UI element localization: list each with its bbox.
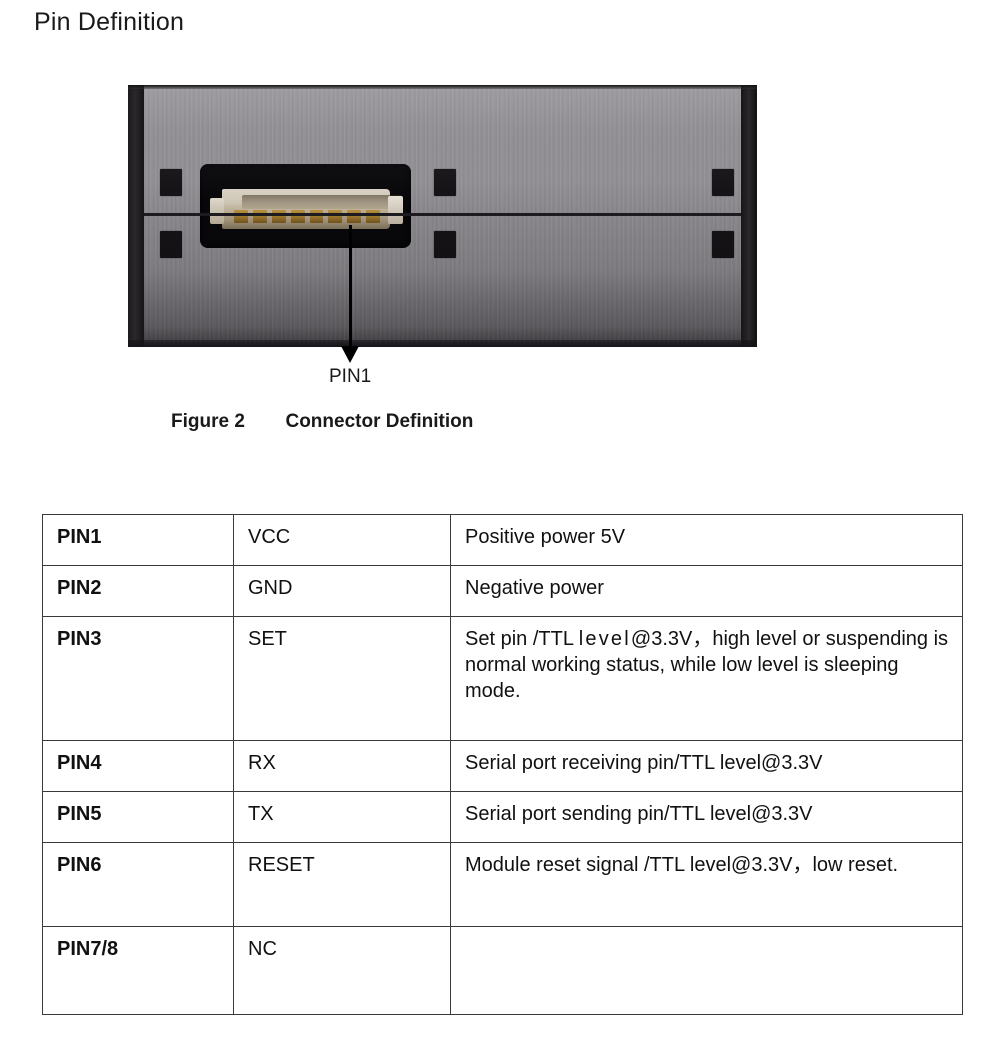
connector-pin-8 [366,210,380,223]
pin-number-cell: PIN5 [42,791,234,843]
pin-description-cell: Module reset signal /TTL level@3.3V，low … [450,842,963,927]
connector-pin-2 [252,210,267,223]
pin-description-cell: Serial port sending pin/TTL level@3.3V [450,791,963,843]
pin-description-cell: Negative power [450,565,963,617]
mounting-slot-top-left [160,169,182,196]
pin-description-part-pre: Set pin /TTL [465,628,579,650]
table-row: PIN1 VCC Positive power 5V [42,514,963,566]
connector-pin-3 [271,210,286,223]
pin-description-cell [450,926,963,1015]
pin-name-cell: RESET [233,842,451,927]
connector-pin-6 [328,210,343,223]
connector-recess [200,164,411,248]
figure-caption-text: Connector Definition [285,411,474,432]
pin-definition-table: PIN1 VCC Positive power 5V PIN2 GND Nega… [42,514,963,1015]
device-bezel-top [128,85,757,89]
pin1-pointer-line [349,225,352,349]
mounting-slot-bottom-right [712,231,734,258]
connector-pin-5 [309,210,324,223]
device-bezel-bottom [128,340,757,347]
mounting-slot-top-middle [434,169,456,196]
pin-name-cell: TX [233,791,451,843]
pin-name-cell: VCC [233,514,451,566]
mounting-slot-top-right [712,169,734,196]
pin-number-cell: PIN3 [42,616,234,741]
connector-shadow [242,195,402,209]
device-bezel-right [741,85,757,347]
pin-name-cell: RX [233,740,451,792]
connector-pin-7 [347,210,362,223]
table-row: PIN4 RX Serial port receiving pin/TTL le… [42,740,963,792]
pin1-pointer-label: PIN1 [329,366,372,387]
figure-connector-definition: PIN1 Figure 2 Connector Definition [0,0,1000,450]
connector-pin-4 [290,210,305,223]
pin-name-cell: NC [233,926,451,1015]
mounting-slot-bottom-middle [434,231,456,258]
table-row: PIN2 GND Negative power [42,565,963,617]
pin-number-cell: PIN6 [42,842,234,927]
pin-number-cell: PIN1 [42,514,234,566]
page-title: Pin Definition [34,8,185,36]
pin-number-cell: PIN7/8 [42,926,234,1015]
pin1-pointer-arrowhead-icon [341,346,359,363]
pin-description-cell: Serial port receiving pin/TTL level@3.3V [450,740,963,792]
figure-caption: Figure 2 Connector Definition [171,411,473,433]
pin-name-cell: SET [233,616,451,741]
pin-description-cell: Positive power 5V [450,514,963,566]
pin-number-cell: PIN2 [42,565,234,617]
connector-housing [210,189,403,229]
faceplate-seam [142,213,743,216]
table-row: PIN6 RESET Module reset signal /TTL leve… [42,842,963,927]
device-photo [128,85,757,347]
pin-description-part-post: @3.3V，high level or suspending is normal… [465,628,949,702]
mounting-slot-bottom-left [160,231,182,258]
table-row: PIN5 TX Serial port sending pin/TTL leve… [42,791,963,843]
connector-pin-1 [234,210,248,223]
pin-description-part-spaced: level [578,628,631,650]
table-row: PIN3 SET Set pin /TTL level@3.3V，high le… [42,616,963,741]
connector-pin-strip [234,210,380,223]
device-bezel-left [128,85,144,347]
table-row: PIN7/8 NC [42,926,963,1015]
pin-description-cell: Set pin /TTL level@3.3V，high level or su… [450,616,963,741]
pin-name-cell: GND [233,565,451,617]
pin-number-cell: PIN4 [42,740,234,792]
figure-caption-number: Figure 2 [171,411,245,432]
